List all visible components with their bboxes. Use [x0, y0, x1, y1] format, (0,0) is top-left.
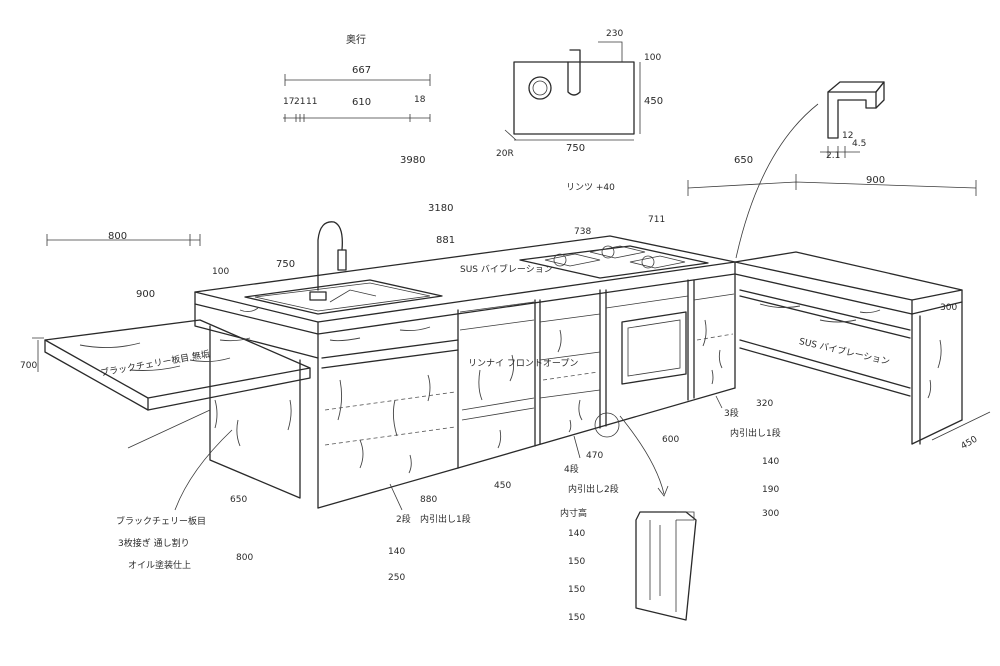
dim-150-a: 150 [568, 557, 586, 567]
island-end-panel [194, 303, 319, 499]
dim-800-bottom: 800 [236, 553, 254, 563]
dim-230: 230 [606, 29, 624, 39]
dim-3180: 3180 [428, 203, 454, 214]
dim-900-top: 900 [866, 175, 886, 186]
dim-880: 880 [420, 495, 438, 505]
right-return-counter [734, 251, 991, 445]
rinnai-front-label: リンナイ フロントオープン [468, 359, 579, 369]
dim-12: 12 [842, 131, 854, 141]
depth-dimension-diagram [283, 74, 431, 122]
sink-detail-diagram [504, 41, 641, 141]
label-3dan: 3段 [724, 409, 739, 419]
dim-320: 320 [756, 399, 774, 409]
leader-lines [32, 103, 819, 511]
drawer-section-detail [594, 412, 697, 621]
dim-100-sink: 100 [644, 53, 662, 63]
label-uchi-sundaka: 内寸高 [560, 509, 588, 519]
island-front-cabinets [317, 273, 736, 509]
note-line-1: ブラックチェリー板目 [116, 517, 207, 527]
label-4dan: 4段 [564, 465, 579, 475]
dim-250: 250 [388, 573, 406, 583]
dim-711: 711 [648, 215, 666, 225]
edge-profile-detail [820, 81, 885, 158]
dim-700: 700 [20, 361, 38, 371]
extension-table [44, 319, 311, 449]
label-uchi-hikidashi-2: 内引出し2段 [568, 485, 619, 495]
island-sink [244, 279, 443, 315]
dim-100-left: 100 [212, 267, 230, 277]
dim-140-right: 140 [762, 457, 780, 467]
dim-650-bottom: 650 [230, 495, 248, 505]
note-line-3: オイル塗装仕上 [128, 561, 192, 571]
dim-750-sink: 750 [566, 143, 586, 154]
dim-17: 17 [283, 97, 295, 107]
dim-140-left: 140 [388, 547, 406, 557]
gas-cooktop [519, 245, 709, 279]
dim-450-mid: 450 [494, 481, 512, 491]
rinnai-hood-label: リンツ +40 [566, 183, 615, 193]
dim-4-5: 4.5 [852, 139, 867, 149]
dim-470: 470 [586, 451, 604, 461]
dim-610: 610 [352, 97, 372, 108]
label-2dan: 2段 [396, 515, 411, 525]
dim-300-right: 300 [940, 303, 958, 313]
depth-title-label: 奥行 [346, 35, 366, 46]
label-uchi-hikidashi-3: 内引出し1段 [420, 515, 471, 525]
sus-vibration-island: SUS バイブレーション [460, 265, 553, 275]
dim-881: 881 [436, 235, 456, 246]
dim-150-c: 150 [568, 613, 586, 623]
dim-3980: 3980 [400, 155, 426, 166]
faucet [309, 221, 347, 301]
dim-190: 190 [762, 485, 780, 495]
dim-2-1: 2.1 [826, 151, 841, 161]
dim-21: 21 [294, 97, 306, 107]
wood-grain-marks [329, 319, 723, 474]
dim-150-b: 150 [568, 585, 586, 595]
dim-650-top: 650 [734, 155, 754, 166]
overall-dimension-lines [46, 174, 977, 246]
dim-750-left: 750 [276, 259, 296, 270]
dim-900-left: 900 [136, 289, 156, 300]
dim-18: 18 [414, 95, 426, 105]
dim-450-sink: 450 [644, 96, 664, 107]
dim-600: 600 [662, 435, 680, 445]
dim-300-bottom: 300 [762, 509, 780, 519]
label-uchi-hikidashi-1: 内引出し1段 [730, 429, 781, 439]
dim-667: 667 [352, 65, 372, 76]
dim-140-mid: 140 [568, 529, 586, 539]
dim-800-top: 800 [108, 231, 128, 242]
dim-20r: 20R [496, 149, 514, 159]
dim-11: 11 [306, 97, 318, 107]
note-line-2: 3枚接ぎ 通し割り [118, 539, 190, 549]
dim-738: 738 [574, 227, 592, 237]
